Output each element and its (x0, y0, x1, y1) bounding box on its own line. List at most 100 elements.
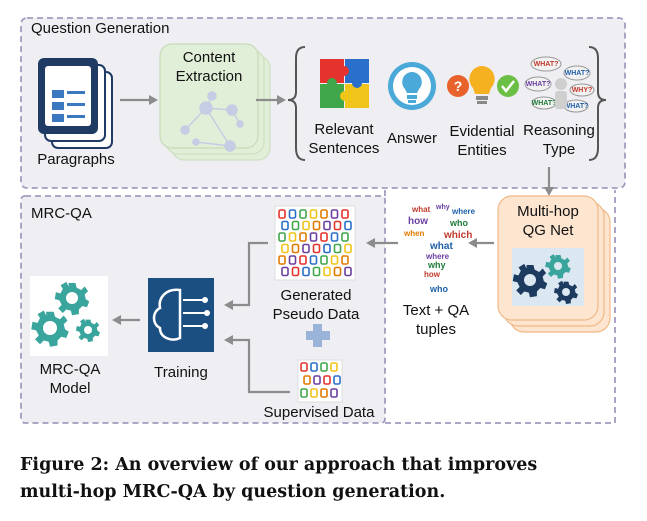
mini-document (309, 255, 318, 265)
cloud-word: who (429, 284, 448, 294)
cloud-word: how (408, 216, 428, 227)
cloud-word: why (435, 204, 450, 211)
mini-document (323, 220, 331, 231)
supervised-data-icon (297, 359, 343, 403)
qgnet-gears-icon (512, 254, 578, 304)
cloud-word: how (424, 270, 441, 279)
outer-dashed-outline (384, 190, 616, 424)
text-qa-tuples-label: Text + QA tuples (390, 302, 482, 340)
cloud-word: which (443, 230, 472, 241)
cloud-word: what (411, 205, 431, 214)
content-extraction-line1: Content (182, 49, 236, 66)
mini-document (312, 220, 321, 231)
multihop-qgnet-line2: QG Net (522, 221, 574, 239)
mini-document (310, 362, 318, 372)
mini-document (330, 255, 339, 265)
mini-document (333, 266, 342, 277)
mini-document (299, 209, 307, 219)
mini-document (344, 220, 352, 231)
mini-document (313, 375, 321, 385)
bubble-word: WHAT? (565, 70, 590, 77)
mini-document (288, 255, 297, 265)
mini-document (278, 209, 286, 219)
right-brace (588, 46, 607, 161)
mini-document (344, 243, 352, 254)
generated-pseudo-data-label: Generated Pseudo Data (262, 287, 370, 325)
mini-document (333, 220, 342, 231)
mini-document (312, 266, 321, 277)
paragraphs-icon (38, 58, 113, 149)
mini-document (323, 266, 331, 277)
relevant-sentences-line1: Relevant (314, 121, 374, 138)
mini-document (323, 375, 331, 385)
mini-document (303, 375, 311, 385)
training-label: Training (154, 364, 208, 381)
relevant-sentences-label: Relevant Sentences (298, 121, 390, 159)
caption-line2: multi-hop MRC-QA by question generation. (20, 482, 446, 502)
mini-document (291, 266, 300, 277)
mini-document (312, 243, 321, 254)
mini-document (288, 232, 297, 242)
bubble-word: WHAT? (532, 100, 557, 107)
mini-document (288, 209, 297, 219)
bubble-word: WHAT? (564, 103, 589, 110)
cloud-word: what (429, 241, 453, 252)
mini-document (291, 220, 300, 231)
mini-document (302, 220, 310, 231)
bubble-word: WHAT? (526, 81, 551, 88)
reasoning-type-line1: Reasoning (523, 122, 595, 139)
text-qa-tuples-line2: tuples (415, 320, 457, 338)
relevant-sentences-line2: Sentences (308, 139, 380, 157)
figure-caption: Figure 2: An overview of our approach th… (20, 452, 630, 506)
mini-document (330, 362, 338, 372)
mini-document (330, 209, 339, 219)
mrc-qa-model-label: MRC-QA Model (28, 361, 112, 399)
mrc-qa-model-line1: MRC-QA (39, 361, 101, 378)
bubble-word: WHAT? (534, 61, 559, 68)
cloud-word: where (425, 252, 450, 261)
cloud-word: where (451, 207, 476, 216)
multihop-qgnet-line1: Multi-hop (517, 203, 579, 220)
mini-document (333, 243, 342, 254)
bubble-word: WHY? (572, 87, 593, 94)
mini-document (300, 388, 308, 398)
evidential-entities-line1: Evidential (449, 123, 515, 140)
mini-document (291, 243, 300, 254)
left-brace (287, 46, 306, 161)
evidential-entities-icon: ? (447, 66, 519, 104)
text-qa-tuples-line1: Text + QA (402, 302, 470, 319)
answer-label: Answer (386, 130, 438, 147)
generated-pseudo-data-line2: Pseudo Data (272, 305, 360, 323)
plus-icon (306, 324, 330, 347)
mini-document (330, 232, 339, 242)
mini-document (281, 220, 289, 231)
mini-document (281, 243, 289, 254)
reasoning-type-icon: WHAT? WHAT? WHAT? WHY? WHAT? WHAT? (524, 56, 595, 113)
mini-document (299, 255, 307, 265)
content-extraction-line2: Extraction (175, 67, 243, 85)
training-brain-icon (148, 278, 214, 352)
evidential-entities-line2: Entities (457, 141, 507, 159)
mini-document (278, 232, 286, 242)
mrc-qa-model-gears-icon (30, 276, 108, 356)
paragraphs-label: Paragraphs (37, 151, 115, 168)
content-extraction-label: Content Extraction (160, 49, 258, 87)
mini-document (320, 255, 328, 265)
cloud-word: who (449, 218, 468, 228)
arrow-supervised-data-to-training (224, 335, 290, 394)
mini-document (320, 388, 328, 398)
question-word-cloud: what why where how who when which what w… (403, 204, 476, 294)
reasoning-type-line2: Type (542, 140, 576, 158)
mini-document (341, 209, 349, 219)
reasoning-type-label: Reasoning Type (516, 122, 602, 160)
mini-document (344, 266, 352, 277)
caption-line1: Figure 2: An overview of our approach th… (20, 455, 538, 475)
mini-document (278, 255, 286, 265)
mini-document (299, 232, 307, 242)
mini-document (309, 209, 318, 219)
mini-document (310, 388, 318, 398)
mini-document (341, 255, 349, 265)
generated-pseudo-data-line1: Generated (280, 287, 352, 304)
cloud-word: why (427, 260, 446, 270)
